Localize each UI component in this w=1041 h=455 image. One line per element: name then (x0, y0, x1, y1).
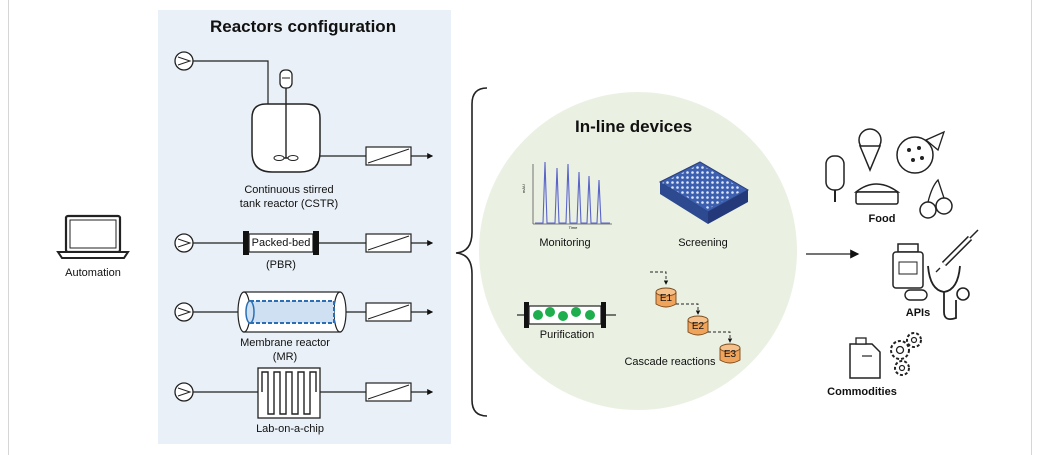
filter-icon (365, 233, 434, 253)
curly-brace (455, 87, 488, 417)
packed-bed-label: Packed-bed (251, 237, 311, 249)
stethoscope-icon (927, 265, 970, 321)
filter-icon (365, 146, 434, 166)
gears-icon (890, 332, 922, 376)
cstr-label-line1: Continuous stirred (244, 184, 334, 196)
pizza-icon (896, 130, 946, 174)
pump-icon (174, 302, 194, 322)
cascade-reactions-icon (650, 271, 741, 364)
food-label: Food (868, 213, 896, 225)
well-plate-icon (658, 161, 750, 224)
pie-icon (853, 183, 901, 205)
commodities-label: Commodities (827, 386, 897, 398)
cherry-icon (919, 178, 953, 219)
membrane-label: Membrane reactor (MR) (230, 336, 340, 364)
purification-label: Purification (539, 329, 595, 341)
inline-devices-title: In-line devices (575, 117, 693, 136)
packed-bed-reactor-icon (193, 231, 366, 255)
pill-icon (904, 289, 928, 301)
enzyme-e3-label: E3 (723, 349, 737, 360)
jerrycan-icon (849, 337, 881, 379)
lab-on-a-chip-icon (193, 367, 366, 419)
enzyme-e1-label: E1 (659, 293, 673, 304)
pump-icon (174, 382, 194, 402)
cstr-vessel-icon (251, 69, 366, 173)
automation-label: Automation (65, 267, 121, 279)
pill-bottle-icon (892, 243, 924, 289)
cstr-label: Continuous stirred tank reactor (CSTR) (234, 183, 344, 211)
membrane-reactor-icon (193, 291, 366, 333)
purification-column-icon (517, 302, 616, 328)
inline-devices-circle (479, 92, 797, 410)
chart-x-axis-label: Time (568, 225, 578, 230)
reactors-title: Reactors configuration (210, 17, 397, 36)
chromatogram-icon (532, 161, 612, 225)
syringe-icon (935, 229, 979, 273)
cstr-label-line2: tank reactor (CSTR) (239, 198, 339, 210)
filter-icon (365, 382, 434, 402)
membrane-label-line2: (MR) (272, 351, 298, 363)
filter-icon (365, 302, 434, 322)
laptop-icon (56, 214, 130, 259)
pbr-label: (PBR) (266, 259, 296, 271)
popsicle-icon (825, 155, 845, 202)
apis-label: APIs (905, 307, 931, 319)
lab-on-chip-label: Lab-on-a-chip (256, 423, 324, 435)
monitoring-label: Monitoring (539, 237, 591, 249)
figure-frame (8, 0, 1032, 455)
ice-cream-icon (858, 128, 882, 172)
cstr-feed-line (193, 60, 269, 112)
pump-icon (174, 233, 194, 253)
chart-y-axis-label: mAU (520, 184, 526, 193)
membrane-label-line1: Membrane reactor (240, 337, 330, 349)
cascade-label: Cascade reactions (624, 356, 716, 368)
pump-icon (174, 51, 194, 71)
enzyme-e2-label: E2 (691, 321, 705, 332)
screening-label: Screening (678, 237, 728, 249)
